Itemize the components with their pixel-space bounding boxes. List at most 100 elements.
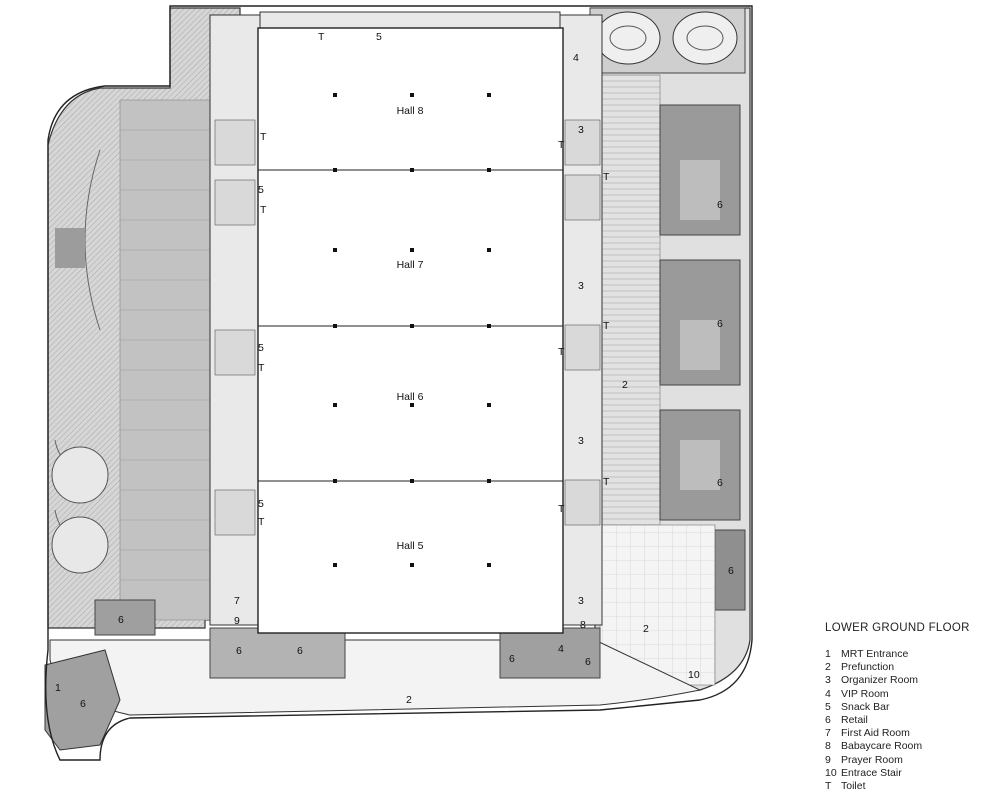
label-retail: 6 bbox=[118, 614, 124, 626]
label-retail: 6 bbox=[80, 698, 86, 710]
east-service-core bbox=[559, 14, 603, 626]
legend-label: MRT Entrance bbox=[841, 648, 909, 660]
label-retail: 6 bbox=[585, 656, 591, 668]
column-marker bbox=[487, 403, 491, 407]
column-marker bbox=[333, 563, 337, 567]
south-prefunction bbox=[49, 639, 702, 716]
core-rooms bbox=[214, 119, 601, 536]
label-toilet: T bbox=[258, 362, 265, 374]
column-marker bbox=[410, 324, 414, 328]
label-snack-bar: 5 bbox=[376, 31, 382, 43]
south-retail-band bbox=[209, 627, 346, 679]
legend-key: 6 bbox=[825, 714, 831, 727]
label-vip-room: 4 bbox=[558, 643, 564, 655]
column-marker bbox=[410, 403, 414, 407]
label-organizer-room: 3 bbox=[578, 435, 584, 447]
ramp-oval bbox=[672, 11, 738, 65]
legend-label: Prayer Room bbox=[841, 753, 903, 766]
label-toilet: T bbox=[603, 476, 610, 488]
diagonal-strip bbox=[55, 228, 85, 268]
legend-key: 4 bbox=[825, 687, 831, 700]
legend-item: 4 VIP Room bbox=[825, 688, 995, 701]
legend-label: Babaycare Room bbox=[841, 740, 923, 753]
label-toilet: T bbox=[603, 171, 610, 183]
legend-item: 5 Snack Bar bbox=[825, 701, 995, 714]
label-vip-room: 4 bbox=[573, 52, 579, 64]
retail-inner bbox=[680, 440, 720, 490]
legend-label: Retail bbox=[841, 714, 868, 727]
label-babycare-room: 8 bbox=[580, 619, 586, 631]
label-organizer-room: 3 bbox=[578, 595, 584, 607]
label-retail: 6 bbox=[717, 318, 723, 330]
label-snack-bar: 5 bbox=[258, 342, 264, 354]
label-retail: 6 bbox=[297, 645, 303, 657]
ramp-oval-inner bbox=[609, 25, 647, 51]
label-snack-bar: 5 bbox=[258, 498, 264, 510]
legend-label: Organizer Room bbox=[841, 674, 919, 687]
legend-label: Snack Bar bbox=[841, 700, 890, 713]
label-retail: 6 bbox=[728, 565, 734, 577]
legend-label: Entrace Stair bbox=[841, 766, 902, 779]
column-marker bbox=[410, 563, 414, 567]
legend-key: 10 bbox=[825, 766, 837, 779]
ramp-circle bbox=[51, 446, 109, 504]
label-retail: 6 bbox=[509, 653, 515, 665]
column-marker bbox=[333, 479, 337, 483]
ramp-oval bbox=[595, 11, 661, 65]
hall-5-label: Hall 5 bbox=[397, 540, 424, 552]
legend-item: 8 Babaycare Room bbox=[825, 740, 995, 753]
label-toilet: T bbox=[258, 516, 265, 528]
label-toilet: T bbox=[603, 320, 610, 332]
column-marker bbox=[333, 168, 337, 172]
retail-inner bbox=[680, 160, 720, 220]
legend-key: 1 bbox=[825, 648, 831, 660]
label-organizer-room: 3 bbox=[578, 124, 584, 136]
south-retail-band bbox=[499, 627, 601, 679]
legend-item: 1 MRT Entrance bbox=[825, 648, 995, 661]
column-marker bbox=[410, 479, 414, 483]
site-boundary bbox=[45, 5, 753, 761]
label-toilet: T bbox=[558, 139, 565, 151]
column-marker bbox=[410, 248, 414, 252]
label-prefunction: 2 bbox=[406, 694, 412, 706]
label-retail: 6 bbox=[236, 645, 242, 657]
label-toilet: T bbox=[260, 204, 267, 216]
column-marker bbox=[410, 168, 414, 172]
column-marker bbox=[333, 93, 337, 97]
legend-key: T bbox=[825, 780, 832, 793]
legend-key: 5 bbox=[825, 700, 831, 713]
exhibition-hall-block bbox=[257, 27, 564, 634]
hall-8-label: Hall 8 bbox=[397, 105, 424, 117]
legend-key: 7 bbox=[825, 727, 831, 740]
label-toilet: T bbox=[260, 131, 267, 143]
mrt-entrance-wing bbox=[44, 649, 121, 751]
label-retail: 6 bbox=[717, 477, 723, 489]
legend-item: 10 Entrace Stair bbox=[825, 767, 995, 780]
column-marker bbox=[487, 479, 491, 483]
column-marker bbox=[487, 93, 491, 97]
column-marker bbox=[333, 403, 337, 407]
label-prefunction: 2 bbox=[622, 379, 628, 391]
column-marker bbox=[333, 324, 337, 328]
legend-title: LOWER GROUND FLOOR bbox=[825, 622, 970, 634]
hall-6-label: Hall 6 bbox=[397, 391, 424, 403]
label-retail: 6 bbox=[717, 199, 723, 211]
label-entrance-stair: 10 bbox=[688, 669, 700, 681]
column-marker bbox=[487, 324, 491, 328]
parking-lane bbox=[119, 99, 211, 621]
legend-key: 9 bbox=[825, 753, 831, 766]
column-marker bbox=[487, 248, 491, 252]
ramp-circle bbox=[51, 516, 109, 574]
south-west-retail bbox=[94, 599, 156, 636]
legend-key: 8 bbox=[825, 740, 831, 753]
legend-label: VIP Room bbox=[841, 687, 889, 700]
hall-7-label: Hall 7 bbox=[397, 259, 424, 271]
column-marker bbox=[333, 248, 337, 252]
legend-item: 9 Prayer Room bbox=[825, 754, 995, 767]
